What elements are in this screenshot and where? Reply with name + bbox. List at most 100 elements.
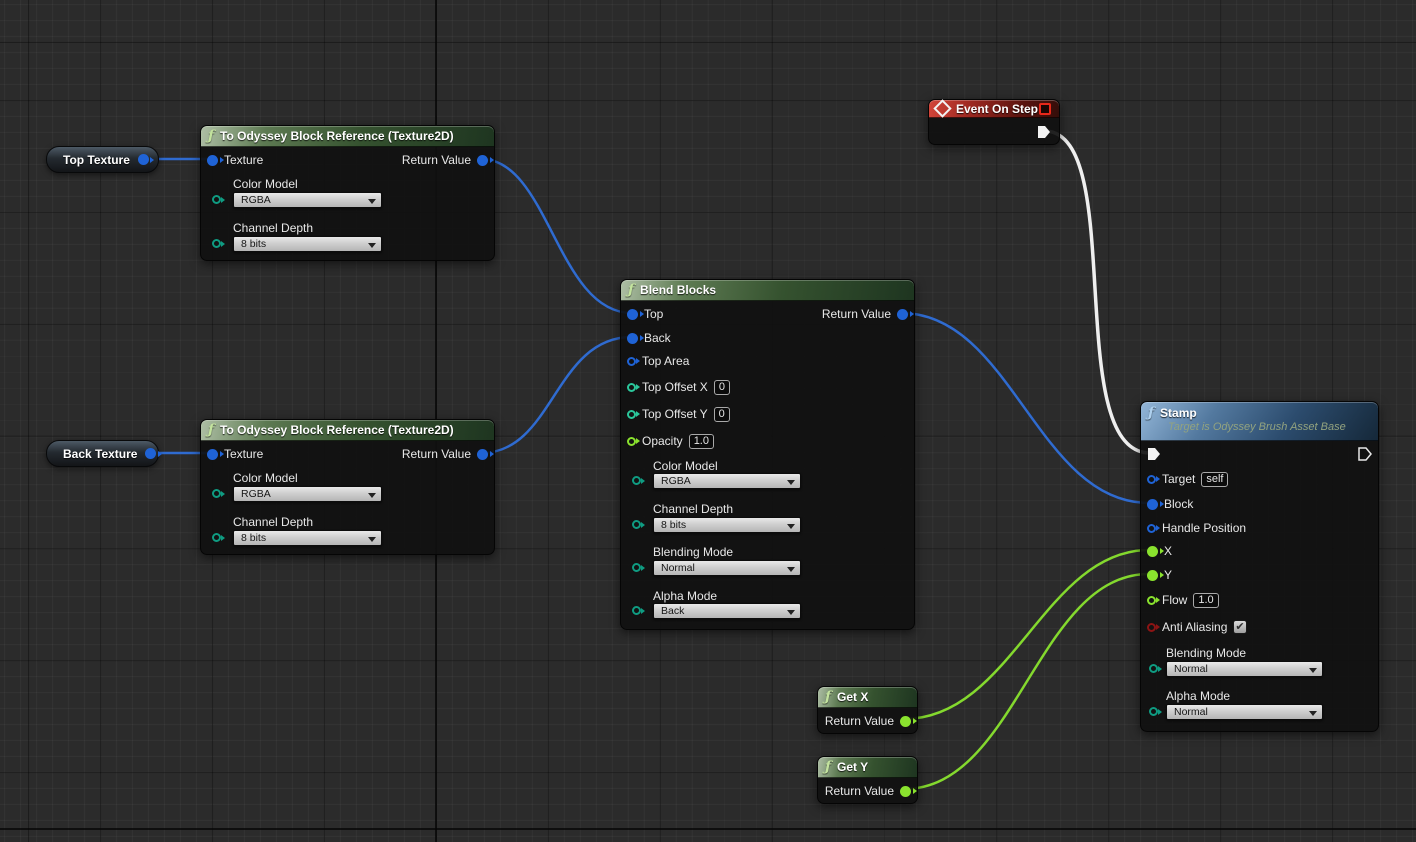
node-get-y[interactable]: ƒ Get Y Return Value [817, 756, 918, 804]
function-icon: ƒ [628, 282, 635, 298]
dropdown-value: Back [661, 605, 685, 617]
color-model-dropdown[interactable]: RGBA [233, 192, 382, 208]
handle-position-input-pin[interactable] [1147, 523, 1156, 533]
chevron-down-icon [787, 610, 795, 615]
field-label: Color Model [233, 471, 298, 485]
pin-label: Return Value [401, 153, 471, 167]
texture-input-pin[interactable] [207, 448, 218, 460]
function-icon: ƒ [1148, 405, 1155, 421]
node-to-odyssey-block-reference-top[interactable]: ƒ To Odyssey Block Reference (Texture2D)… [200, 125, 495, 261]
top-offset-y-input-pin[interactable] [627, 409, 636, 419]
anti-aliasing-input-pin[interactable] [1147, 622, 1156, 632]
pin-label: Return Value [821, 307, 891, 321]
pin-label: Block [1164, 497, 1194, 511]
node-title: Get Y [837, 760, 869, 774]
blending-mode-pin[interactable] [632, 563, 641, 572]
dropdown-value: Normal [1174, 663, 1208, 675]
event-bind-icon[interactable] [1039, 102, 1051, 115]
y-input-pin[interactable] [1147, 569, 1158, 581]
target-input-pin[interactable] [1147, 474, 1156, 484]
blending-mode-pin[interactable] [1149, 664, 1158, 673]
return-value-output-pin[interactable] [477, 154, 488, 166]
channel-depth-dropdown[interactable]: 8 bits [653, 517, 801, 533]
node-to-odyssey-block-reference-back[interactable]: ƒ To Odyssey Block Reference (Texture2D)… [200, 419, 495, 555]
opacity-value-input[interactable]: 1.0 [688, 433, 714, 449]
alpha-mode-pin[interactable] [632, 606, 641, 615]
pin-row-return-value: Return Value [402, 152, 488, 168]
top-offset-y-value-input[interactable]: 0 [713, 406, 730, 422]
exec-output-pin[interactable] [1037, 125, 1051, 139]
color-model-dropdown[interactable]: RGBA [653, 473, 801, 489]
pin-label: Return Value [824, 714, 894, 728]
channel-depth-pin[interactable] [212, 533, 221, 542]
chevron-down-icon [368, 493, 376, 498]
channel-depth-pin[interactable] [632, 520, 641, 529]
anti-aliasing-checkbox-checked[interactable] [1233, 620, 1248, 634]
return-value-output-pin[interactable] [897, 308, 908, 320]
back-input-pin[interactable] [627, 332, 638, 344]
return-value-output-pin[interactable] [900, 785, 911, 797]
node-get-x[interactable]: ƒ Get X Return Value [817, 686, 918, 734]
pin-label: Top [644, 307, 664, 321]
channel-depth-dropdown[interactable]: 8 bits [233, 236, 382, 252]
dropdown-value: RGBA [241, 488, 271, 500]
flow-value-input[interactable]: 1.0 [1193, 592, 1219, 608]
return-value-output-pin[interactable] [477, 448, 488, 460]
pin-label: Back [644, 331, 671, 345]
node-stamp[interactable]: ƒ Stamp Target is Odyssey Brush Asset Ba… [1140, 401, 1379, 732]
node-header[interactable]: ƒ To Odyssey Block Reference (Texture2D) [201, 126, 494, 147]
alpha-mode-dropdown[interactable]: Back [653, 603, 801, 619]
flow-input-pin[interactable] [1147, 595, 1156, 605]
return-value-output-pin[interactable] [900, 715, 911, 727]
node-event-on-step[interactable]: Event On Step [928, 99, 1060, 145]
wire-odyssey-top-to-blend-top[interactable] [480, 157, 633, 315]
block-input-pin[interactable] [1147, 498, 1158, 510]
pin-row-return-value: Return Value [825, 713, 911, 729]
chevron-down-icon [787, 524, 795, 529]
node-back-texture-variable[interactable]: Back Texture [46, 440, 159, 467]
blending-mode-dropdown[interactable]: Normal [653, 560, 801, 576]
alpha-mode-pin[interactable] [1149, 707, 1158, 716]
back-texture-output-pin[interactable] [145, 448, 157, 459]
exec-output-pin[interactable] [1358, 447, 1372, 461]
chevron-down-icon [368, 199, 376, 204]
node-header[interactable]: ƒ To Odyssey Block Reference (Texture2D) [201, 420, 494, 441]
top-area-input-pin[interactable] [627, 356, 636, 366]
wire-getx-to-stamp-x[interactable] [903, 548, 1150, 721]
chevron-down-icon [368, 243, 376, 248]
top-offset-x-input-pin[interactable] [627, 382, 636, 392]
channel-depth-dropdown[interactable]: 8 bits [233, 530, 382, 546]
pin-row-anti-aliasing: Anti Aliasing [1147, 619, 1248, 635]
color-model-pin[interactable] [212, 489, 221, 498]
node-blend-blocks[interactable]: ƒ Blend Blocks Top Return Value Back Top… [620, 279, 915, 630]
chevron-down-icon [787, 480, 795, 485]
node-header[interactable]: ƒ Get Y [818, 757, 917, 778]
blending-mode-dropdown[interactable]: Normal [1166, 661, 1323, 677]
wire-exec-event-to-stamp[interactable] [1045, 129, 1150, 455]
dropdown-value: 8 bits [241, 238, 267, 250]
exec-input-pin[interactable] [1147, 447, 1161, 461]
top-input-pin[interactable] [627, 308, 638, 320]
x-input-pin[interactable] [1147, 545, 1158, 557]
node-header[interactable]: ƒ Get X [818, 687, 917, 708]
node-header[interactable]: Event On Step [929, 99, 1059, 118]
channel-depth-pin[interactable] [212, 239, 221, 248]
pin-label: Target [1162, 472, 1196, 486]
node-header[interactable]: ƒ Stamp Target is Odyssey Brush Asset Ba… [1141, 402, 1378, 441]
color-model-pin[interactable] [632, 476, 641, 485]
node-top-texture-variable[interactable]: Top Texture [46, 146, 159, 173]
top-texture-output-pin[interactable] [137, 154, 149, 165]
variable-label: Top Texture [63, 152, 130, 167]
color-model-pin[interactable] [212, 195, 221, 204]
pin-row-x: X [1147, 543, 1172, 559]
node-header[interactable]: ƒ Blend Blocks [621, 280, 914, 301]
texture-input-pin[interactable] [207, 154, 218, 166]
color-model-dropdown[interactable]: RGBA [233, 486, 382, 502]
wire-blend-to-stamp-block[interactable] [900, 311, 1150, 505]
wire-gety-to-stamp-y[interactable] [903, 572, 1150, 791]
wire-odyssey-back-to-blend-back[interactable] [480, 335, 633, 455]
top-offset-x-value-input[interactable]: 0 [713, 379, 730, 395]
alpha-mode-dropdown[interactable]: Normal [1166, 704, 1323, 720]
opacity-input-pin[interactable] [627, 436, 636, 446]
